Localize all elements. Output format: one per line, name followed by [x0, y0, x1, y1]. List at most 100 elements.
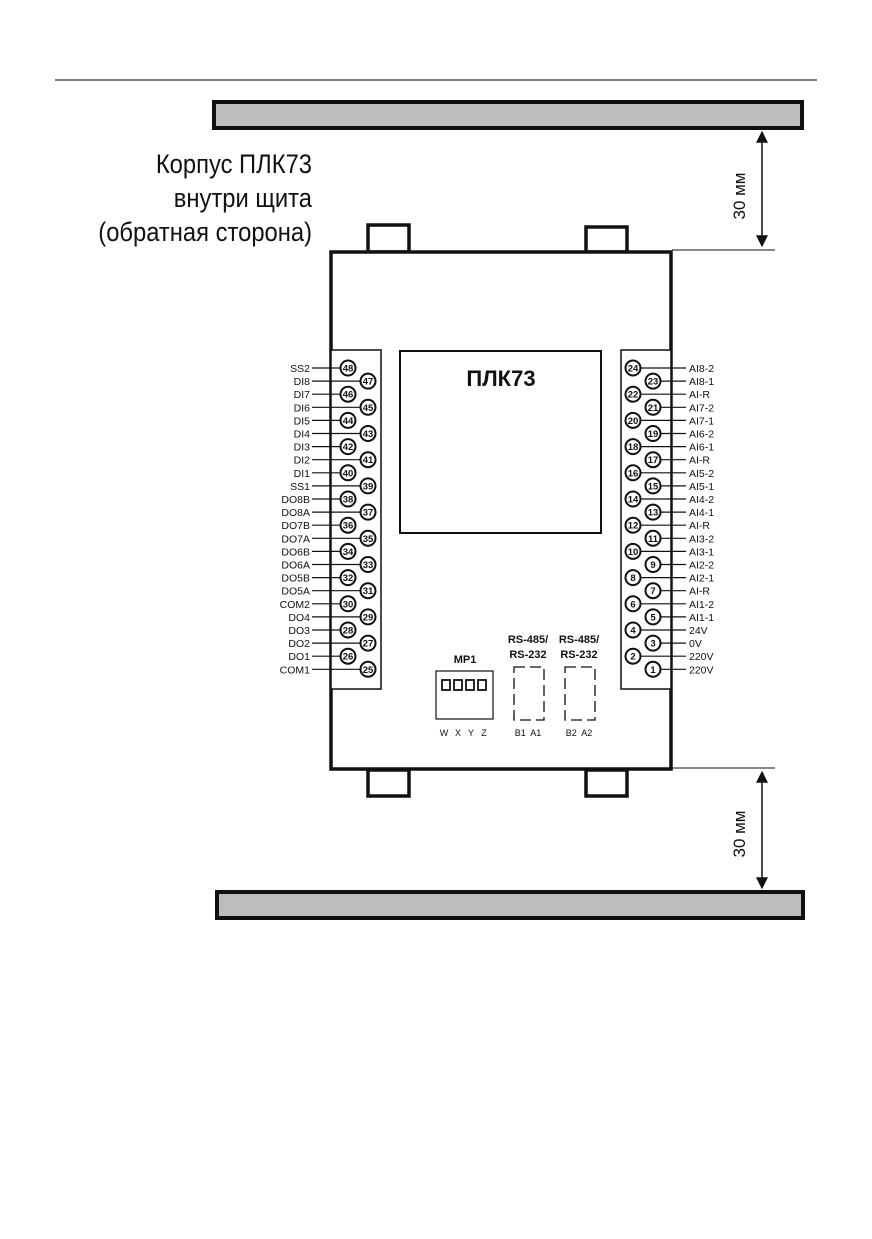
terminal-circle — [339, 411, 357, 429]
left-terminals: 48SS247DI846DI745DI644DI543DI442DI341DI2… — [280, 359, 377, 678]
terminal-number: 21 — [648, 403, 659, 414]
terminal-number: 38 — [343, 495, 354, 506]
terminal-number: 44 — [343, 416, 354, 427]
terminal-label: 220V — [689, 651, 714, 663]
terminal-number: 45 — [363, 403, 374, 414]
terminal-circle — [359, 660, 377, 678]
terminal-label: AI3-1 — [689, 546, 714, 558]
terminal-circle — [624, 542, 642, 560]
port2-connector — [564, 666, 596, 721]
terminal-circle — [624, 516, 642, 534]
terminal-circle — [644, 660, 662, 678]
terminal-number: 4 — [630, 626, 636, 637]
terminal-number: 28 — [343, 626, 354, 637]
terminal-number: 16 — [628, 468, 639, 479]
dip-key-z — [477, 679, 487, 691]
caption-line-3: (обратная сторона) — [98, 217, 312, 247]
port1-label-line1: RS-485/ — [508, 634, 548, 646]
terminal-number: 40 — [343, 468, 354, 479]
terminal-number: 1 — [650, 665, 656, 676]
terminal-circle — [624, 359, 642, 377]
top-din-rail — [212, 100, 804, 130]
terminal-circle — [624, 438, 642, 456]
caption-line-1: Корпус ПЛК73 — [155, 149, 312, 179]
terminal-number: 31 — [363, 586, 374, 597]
dip-key-y — [465, 679, 475, 691]
dip-letter-y: Y — [468, 728, 474, 738]
terminal-circle — [644, 503, 662, 521]
clip-bottom-left — [366, 768, 411, 798]
terminal-label: AI1-2 — [689, 599, 714, 611]
terminal-label: AI4-2 — [689, 494, 714, 506]
terminal-circle — [644, 582, 662, 600]
terminal-circle — [624, 595, 642, 613]
terminal-number: 37 — [363, 508, 374, 519]
switch-label: MP1 — [454, 654, 477, 666]
terminal-number: 41 — [363, 455, 374, 466]
terminal-label: AI7-1 — [689, 415, 714, 427]
dip-switch-keys — [441, 679, 487, 691]
terminal-circle — [339, 385, 357, 403]
terminal-circle — [359, 398, 377, 416]
terminal-35: 35 DO7A — [281, 529, 377, 547]
terminal-label: DO8A — [281, 507, 310, 519]
terminal-number: 26 — [343, 652, 354, 663]
terminal-circle — [359, 477, 377, 495]
dip-key-w — [441, 679, 451, 691]
terminal-label: DO5A — [281, 586, 310, 598]
terminal-label: DO7A — [281, 533, 310, 545]
terminal-circle — [359, 634, 377, 652]
terminal-circle — [624, 490, 642, 508]
port1-label-line2: RS-232 — [509, 649, 546, 661]
terminal-number: 36 — [343, 521, 354, 532]
clip-bottom-right — [584, 768, 629, 798]
terminal-label: AI-R — [689, 520, 710, 532]
bottom-dimension: 30 мм — [672, 767, 775, 890]
terminal-label: AI2-2 — [689, 560, 714, 572]
terminal-label: DI3 — [294, 442, 311, 454]
terminal-number: 48 — [343, 364, 354, 375]
terminal-number: 19 — [648, 429, 659, 440]
terminal-label: COM2 — [280, 599, 310, 611]
device-name: ПЛК73 — [466, 366, 535, 391]
terminal-circle — [339, 595, 357, 613]
terminal-circle — [624, 621, 642, 639]
terminal-label: SS1 — [290, 481, 310, 493]
terminal-number: 5 — [650, 612, 656, 623]
terminal-circle — [644, 451, 662, 469]
terminal-label: AI-R — [689, 586, 710, 598]
terminal-label: DO6B — [281, 546, 310, 558]
terminal-circle — [359, 372, 377, 390]
terminal-number: 35 — [363, 534, 374, 545]
terminal-label: AI6-1 — [689, 442, 714, 454]
port1-pins: B1 A1 — [515, 728, 542, 738]
terminal-label: DI4 — [294, 429, 311, 441]
terminal-label: DI5 — [294, 415, 311, 427]
terminal-number: 2 — [630, 652, 635, 663]
terminal-label: AI4-1 — [689, 507, 714, 519]
terminal-31: 31 DO5A — [281, 582, 377, 600]
terminal-label: AI7-2 — [689, 402, 714, 414]
port1-connector — [513, 666, 545, 721]
terminal-circle — [644, 372, 662, 390]
terminal-circle — [624, 385, 642, 403]
